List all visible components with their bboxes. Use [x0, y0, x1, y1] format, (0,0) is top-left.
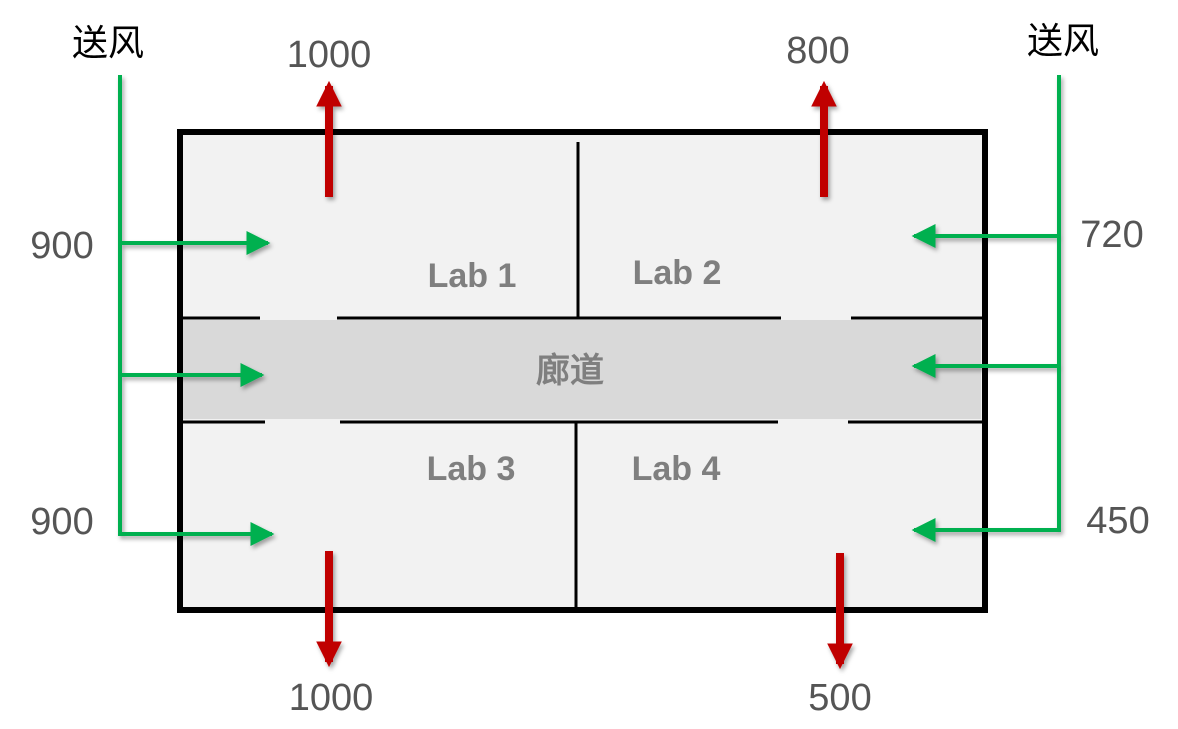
corridor-area — [183, 320, 981, 419]
lab3-label: Lab 3 — [427, 450, 516, 488]
lab2-exhaust-value: 800 — [786, 30, 849, 72]
lab1-label: Lab 1 — [428, 257, 517, 295]
corridor-label: 廊道 — [536, 351, 604, 391]
left-supply-duct — [118, 75, 275, 546]
lab3-exhaust-value: 1000 — [289, 677, 374, 719]
interior-walls — [183, 142, 982, 608]
lab2-label: Lab 2 — [633, 254, 722, 292]
lab1-supply-value: 900 — [30, 225, 93, 267]
exhaust-arrows — [316, 80, 853, 670]
lab4-supply-value: 450 — [1086, 500, 1149, 542]
left-supply-label: 送风 — [72, 23, 144, 64]
right-supply-label: 送风 — [1027, 21, 1099, 62]
lab2-supply-value: 720 — [1080, 214, 1143, 256]
lab4-label: Lab 4 — [632, 450, 721, 488]
lab1-exhaust-value: 1000 — [287, 34, 372, 76]
right-supply-duct — [911, 75, 1061, 542]
lab3-supply-value: 900 — [30, 501, 93, 543]
lab4-exhaust-value: 500 — [808, 677, 871, 719]
